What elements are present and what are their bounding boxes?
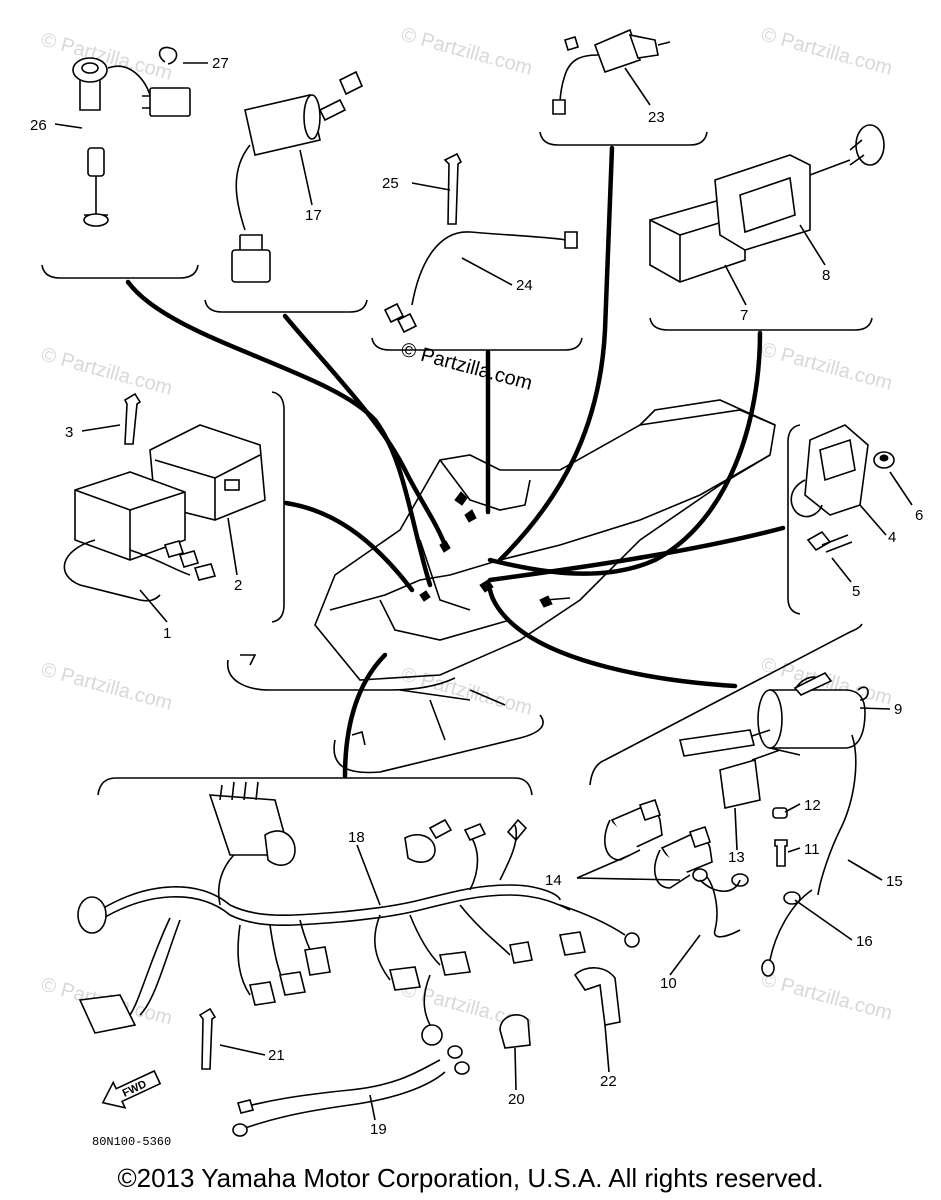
part-25 [443, 152, 463, 225]
watermark: © Partzilla.com [39, 659, 175, 715]
part-17 [231, 70, 364, 283]
callout-7: 7 [740, 307, 748, 324]
callout-2: 2 [234, 577, 242, 594]
callout-leaders [54, 62, 913, 1121]
callouts: 26 27 17 25 24 23 7 8 3 2 1 4 6 5 9 12 1… [30, 55, 923, 1138]
watermark: © Partzilla.com [39, 29, 175, 85]
callout-1: 1 [163, 625, 171, 642]
watermark: © Partzilla.com [399, 24, 535, 80]
callout-10: 10 [660, 975, 677, 992]
callout-27: 27 [212, 55, 229, 72]
callout-12: 12 [804, 797, 821, 814]
part-22 [573, 967, 621, 1026]
part-21 [198, 1007, 217, 1070]
callout-8: 8 [822, 267, 830, 284]
part-4-5-6 [790, 424, 895, 553]
callout-5: 5 [852, 583, 860, 600]
callout-4: 4 [888, 529, 896, 546]
part-18-harness [77, 781, 640, 1046]
part-23 [552, 28, 671, 115]
fwd-arrow: FWD [101, 1069, 162, 1109]
wiring-diagram: © Partzilla.com © Partzilla.com © Partzi… [30, 24, 923, 1149]
callout-22: 22 [600, 1073, 617, 1090]
callout-15: 15 [886, 873, 903, 890]
callout-14: 14 [545, 872, 562, 889]
part-24 [383, 231, 578, 334]
callout-13: 13 [728, 849, 745, 866]
svg-text:FWD: FWD [121, 1078, 149, 1099]
callout-16: 16 [856, 933, 873, 950]
part-9-coil [604, 671, 869, 977]
callout-17: 17 [305, 207, 322, 224]
part-19 [232, 1045, 470, 1137]
drawing-id: 80N100-5360 [92, 1135, 171, 1149]
watermark-center: © Partzilla.com [399, 339, 535, 395]
snowmobile [227, 399, 776, 774]
callout-11: 11 [804, 841, 820, 858]
callout-18: 18 [348, 829, 365, 846]
part-26-27 [72, 46, 191, 227]
watermark: © Partzilla.com [759, 24, 895, 80]
part-20 [499, 1014, 531, 1049]
watermark: © Partzilla.com [759, 339, 895, 395]
callout-3: 3 [65, 424, 73, 441]
callout-20: 20 [508, 1091, 525, 1108]
callout-6: 6 [915, 507, 923, 524]
callout-25: 25 [382, 175, 399, 192]
watermark: © Partzilla.com [399, 664, 535, 720]
callout-9: 9 [894, 701, 902, 718]
callout-24: 24 [516, 277, 533, 294]
callout-26: 26 [30, 117, 47, 134]
copyright-notice: ©2013 Yamaha Motor Corporation, U.S.A. A… [117, 1163, 824, 1193]
watermark: © Partzilla.com [759, 969, 895, 1025]
callout-21: 21 [268, 1047, 285, 1064]
callout-23: 23 [648, 109, 665, 126]
group-brackets [41, 131, 873, 796]
part-7-8 [649, 124, 885, 283]
part-1-2-3 [63, 392, 266, 602]
callout-19: 19 [370, 1121, 387, 1138]
leader-lines [125, 145, 786, 779]
watermark: © Partzilla.com [39, 344, 175, 400]
